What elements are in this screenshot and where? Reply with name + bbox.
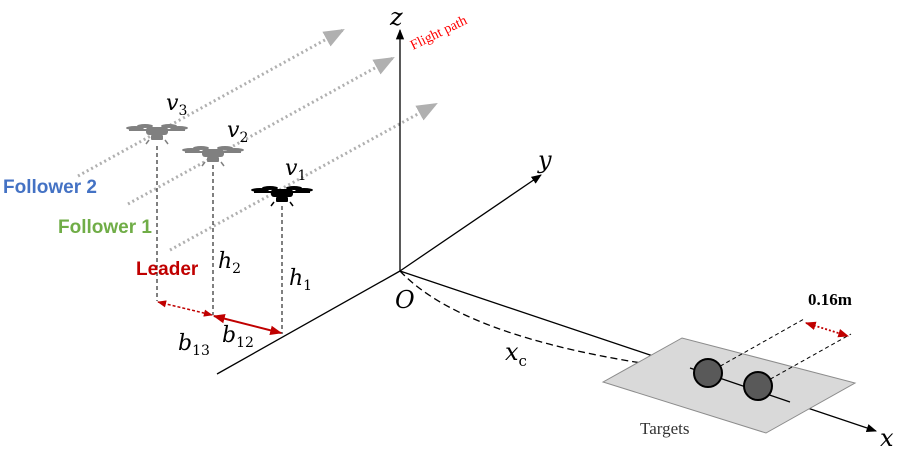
spacing-label: 0.16m <box>808 290 852 309</box>
target-1 <box>693 358 723 388</box>
z-axis-label: z <box>389 3 403 31</box>
y-axis <box>399 174 542 272</box>
role-label-follower1: Follower 1 <box>58 217 152 238</box>
drone-icon-follower2 <box>125 123 189 145</box>
flight-path-arrow-leader <box>169 102 438 252</box>
flight-path-arrow-follower2 <box>77 28 345 178</box>
drone-icon-follower1 <box>181 145 245 167</box>
targets-label: Targets <box>640 419 689 438</box>
velocity-label-follower2: v3 <box>166 91 187 119</box>
target-spacing-arrow <box>804 321 850 338</box>
x-axis-label: x <box>880 424 894 449</box>
origin-label: O <box>395 286 415 314</box>
targets-area: 0.16m Targets <box>601 290 857 438</box>
ground-baseline <box>216 270 401 375</box>
velocity-label-leader: v1 <box>285 156 306 184</box>
velocity-label-follower1: v2 <box>227 118 248 146</box>
flight-path-arrows <box>77 28 438 252</box>
baseline-label-b12: b12 <box>222 323 254 351</box>
baseline-arrow-b12 <box>212 314 283 335</box>
flight-path-arrow-follower1 <box>127 56 395 206</box>
baseline-arrows <box>157 300 283 335</box>
target-spacing-guide-2 <box>757 333 852 387</box>
baseline-label-b13: b13 <box>178 331 210 359</box>
target-2 <box>743 371 773 401</box>
target-spacing-guide-1 <box>707 318 805 374</box>
baseline-arrow-b13 <box>157 300 213 317</box>
target-plane <box>601 337 857 434</box>
y-axis-label: y <box>537 146 552 174</box>
height-label-h1: h1 <box>289 266 312 294</box>
height-label-h2: h2 <box>218 249 241 277</box>
role-label-follower2: Follower 2 <box>3 177 97 198</box>
flight-path-label: Flight path <box>408 13 469 53</box>
role-label-leader: Leader <box>136 259 199 280</box>
drone-icon-leader <box>250 185 314 207</box>
xc-label: xc <box>505 338 527 370</box>
height-lines <box>156 146 283 334</box>
